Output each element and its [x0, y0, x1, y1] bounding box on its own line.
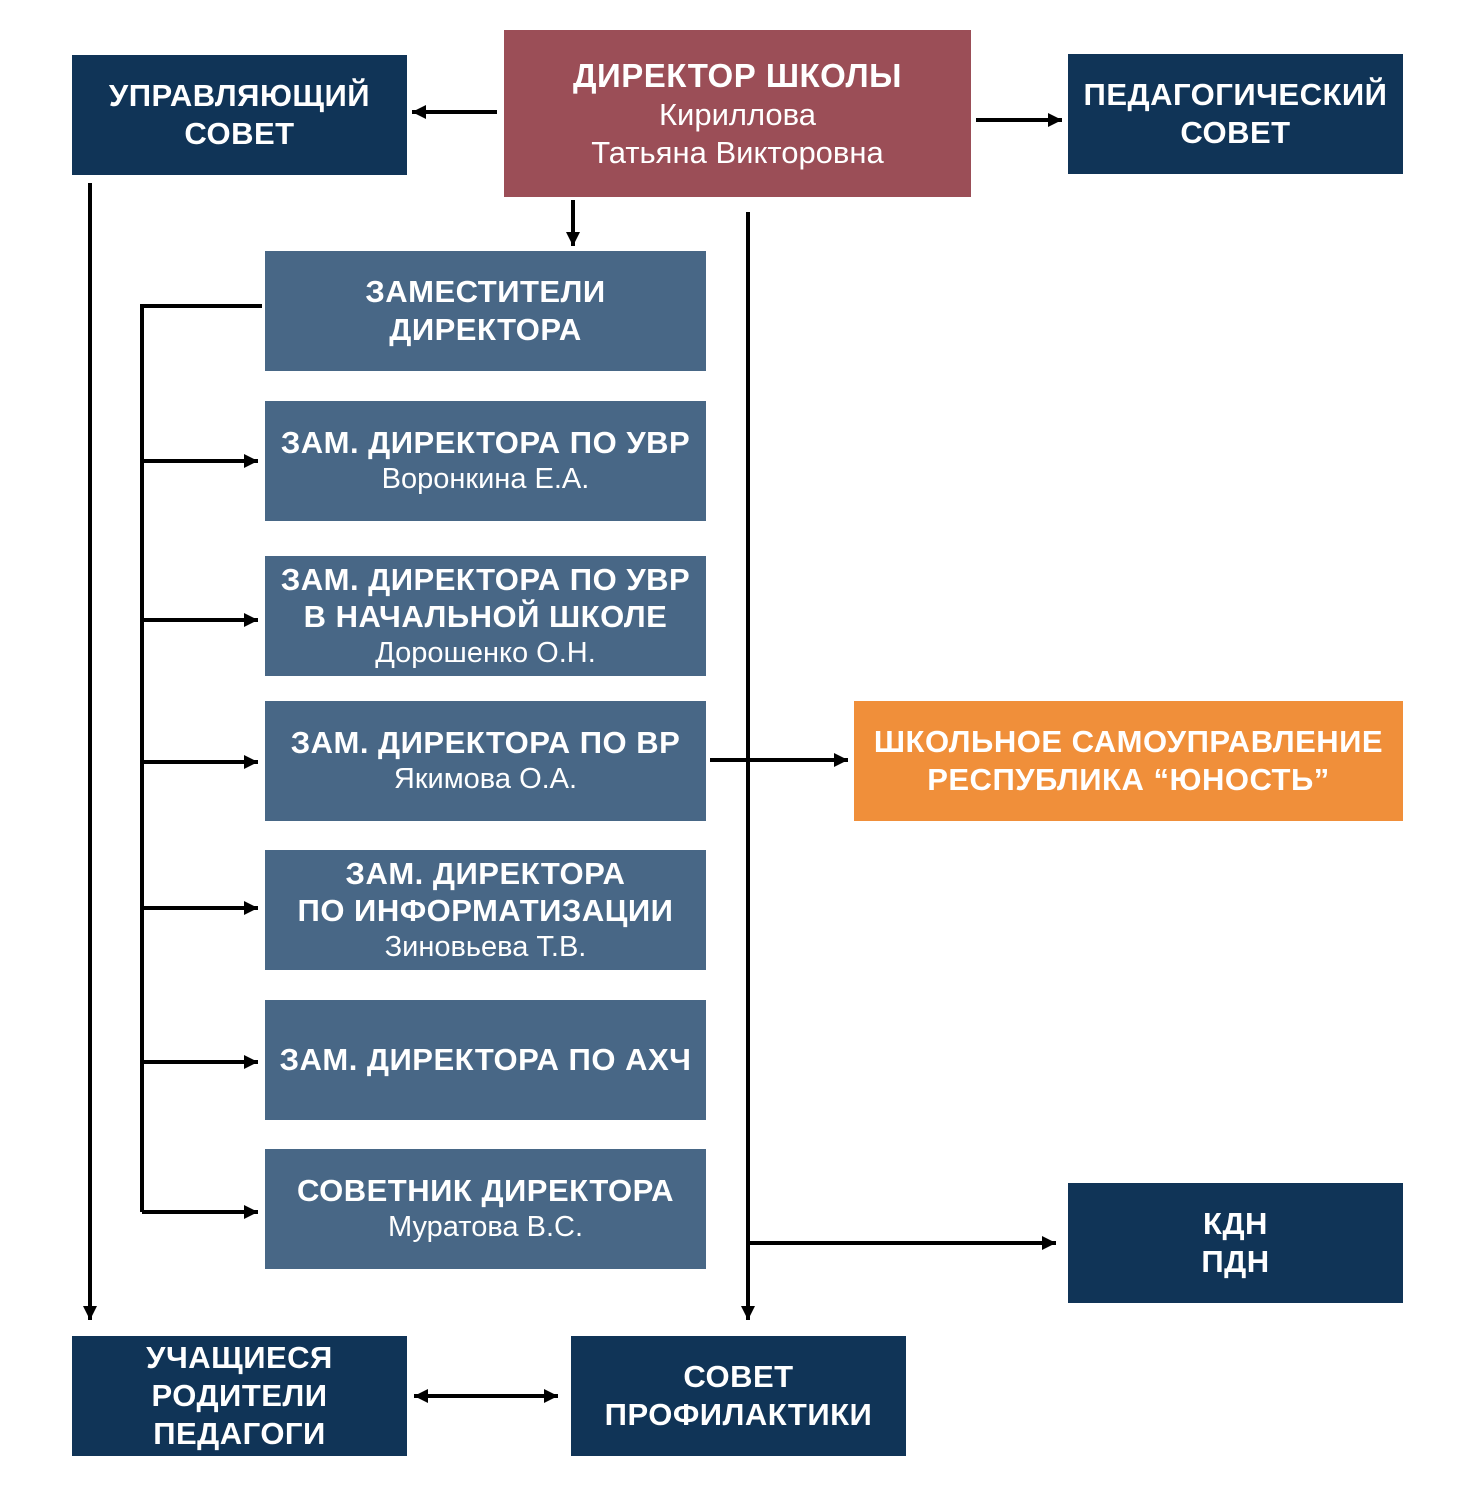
director-box: ДИРЕКТОР ШКОЛЫ Кириллова Татьяна Викторо… [504, 30, 971, 197]
deputies-header-box: ЗАМЕСТИТЕЛИ ДИРЕКТОРА [265, 251, 706, 371]
deputy-title: ПО ИНФОРМАТИЗАЦИИ [297, 893, 674, 929]
deputy-title: ЗАМ. ДИРЕКТОРА [345, 855, 626, 891]
pdn-line: ПДН [1201, 1244, 1270, 1279]
prevention-council-box: СОВЕТ ПРОФИЛАКТИКИ [571, 1336, 906, 1456]
deputies-header-line2: ДИРЕКТОРА [389, 312, 582, 347]
director-name-line1: Кириллова [658, 96, 817, 132]
deputy-name: Якимова О.А. [393, 763, 578, 796]
governing-council-box: УПРАВЛЯЮЩИЙ СОВЕТ [72, 55, 407, 175]
deputies-bracket [140, 304, 262, 1212]
deputy-box-vr: ЗАМ. ДИРЕКТОРА ПО ВР Якимова О.А. [265, 701, 706, 821]
deputies-header-line1: ЗАМЕСТИТЕЛИ [365, 274, 606, 310]
prevention-council-line2: ПРОФИЛАКТИКИ [604, 1397, 873, 1432]
self-government-line2: РЕСПУБЛИКА “ЮНОСТЬ” [927, 762, 1330, 797]
deputy-name: Воронкина Е.А. [381, 463, 590, 496]
participants-line1: УЧАЩИЕСЯ [146, 1340, 333, 1376]
pedagogical-council-line1: ПЕДАГОГИЧЕСКИЙ [1083, 77, 1388, 113]
deputy-title: СОВЕТНИК ДИРЕКТОРА [297, 1173, 674, 1209]
participants-box: УЧАЩИЕСЯ РОДИТЕЛИ ПЕДАГОГИ [72, 1336, 407, 1456]
deputy-box-ahch: ЗАМ. ДИРЕКТОРА ПО АХЧ [265, 1000, 706, 1120]
participants-line2: РОДИТЕЛИ [151, 1378, 328, 1414]
governing-council-line1: УПРАВЛЯЮЩИЙ [108, 78, 371, 114]
deputy-name: Муратова В.С. [387, 1211, 584, 1244]
deputy-title: В НАЧАЛЬНОЙ ШКОЛЕ [303, 599, 668, 635]
prevention-council-line1: СОВЕТ [683, 1359, 794, 1395]
pedagogical-council-box: ПЕДАГОГИЧЕСКИЙ СОВЕТ [1068, 54, 1403, 174]
deputy-title: ЗАМ. ДИРЕКТОРА ПО УВР [280, 425, 691, 461]
participants-line3: ПЕДАГОГИ [153, 1415, 326, 1451]
director-title: ДИРЕКТОР ШКОЛЫ [572, 56, 902, 94]
deputy-title: ЗАМ. ДИРЕКТОРА ПО УВР [280, 561, 691, 597]
deputy-title: ЗАМ. ДИРЕКТОРА ПО ВР [290, 725, 681, 761]
self-government-box: ШКОЛЬНОЕ САМОУПРАВЛЕНИЕ РЕСПУБЛИКА “ЮНОС… [854, 701, 1403, 821]
deputy-name: Зиновьева Т.В. [384, 931, 587, 964]
self-government-line1: ШКОЛЬНОЕ САМОУПРАВЛЕНИЕ [873, 724, 1384, 760]
pedagogical-council-line2: СОВЕТ [1180, 115, 1291, 150]
deputy-title: ЗАМ. ДИРЕКТОРА ПО АХЧ [279, 1042, 692, 1078]
deputy-box-uvr: ЗАМ. ДИРЕКТОРА ПО УВР Воронкина Е.А. [265, 401, 706, 521]
kdn-line: КДН [1203, 1206, 1268, 1242]
director-advisor-box: СОВЕТНИК ДИРЕКТОРА Муратова В.С. [265, 1149, 706, 1269]
kdn-pdn-box: КДН ПДН [1068, 1183, 1403, 1303]
deputy-box-uvr-primary: ЗАМ. ДИРЕКТОРА ПО УВР В НАЧАЛЬНОЙ ШКОЛЕ … [265, 556, 706, 676]
deputy-name: Дорошенко О.Н. [375, 637, 596, 670]
director-name-line2: Татьяна Викторовна [591, 134, 884, 170]
governing-council-line2: СОВЕТ [184, 116, 295, 151]
deputy-box-informatization: ЗАМ. ДИРЕКТОРА ПО ИНФОРМАТИЗАЦИИ Зиновье… [265, 850, 706, 970]
